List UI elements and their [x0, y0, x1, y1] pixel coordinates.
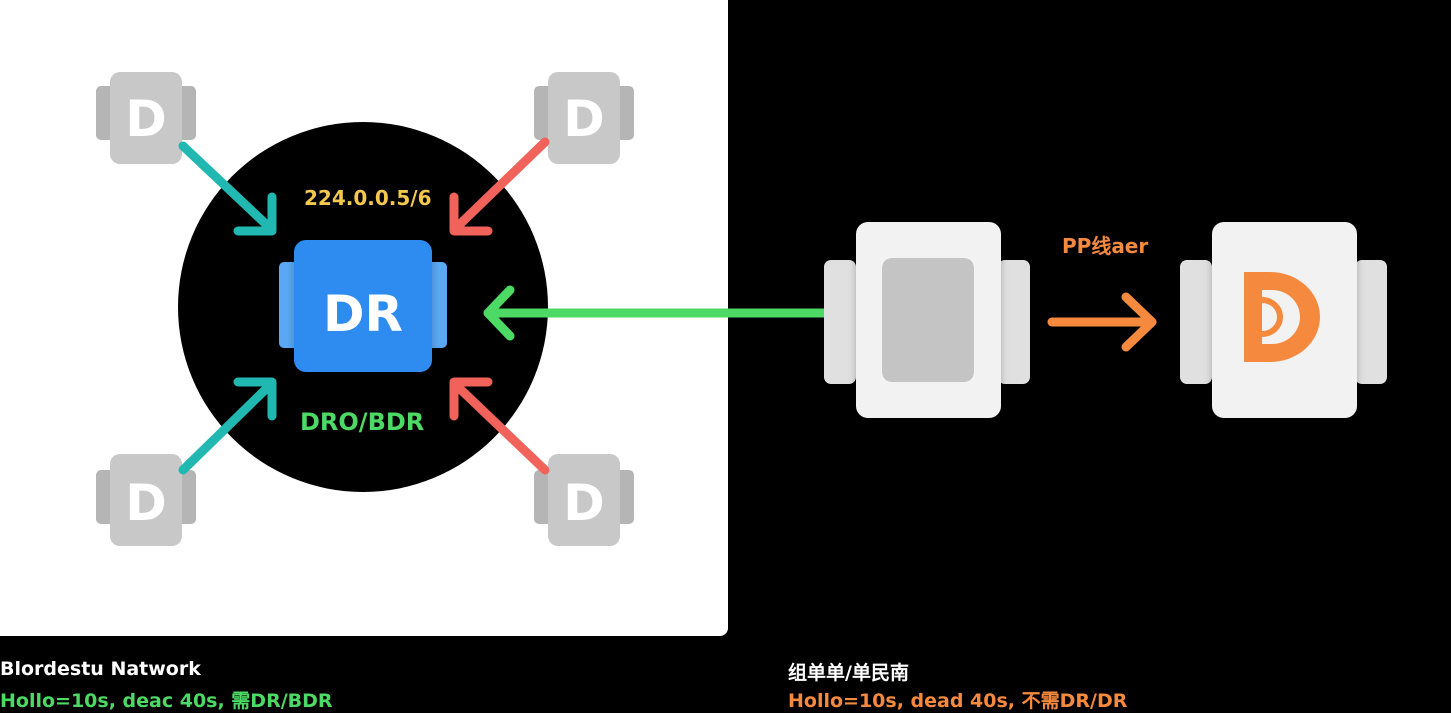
dr-router: DR — [279, 240, 447, 372]
p2p-link-arrow — [1047, 292, 1157, 352]
router-letter: D — [563, 474, 605, 532]
router-letter: D — [125, 474, 167, 532]
router-letter: D — [125, 90, 167, 148]
hello-arrow-red-top — [449, 137, 550, 236]
hello-arrow-teal-bottom — [178, 377, 277, 475]
green-link-arrow — [483, 285, 831, 341]
p2p-caption-timers: Hollo=10s, dead 40s, 不需DR/DR — [788, 690, 1128, 712]
broadcast-caption-timers: Hollo=10s, deac 40s, 需DR/BDR — [0, 690, 333, 712]
router-letter: D — [563, 90, 605, 148]
drother-router-top-right: D — [534, 72, 634, 164]
dr-label: DR — [323, 285, 403, 343]
drother-router-bottom-right: D — [534, 454, 634, 546]
multicast-address-label: 224.0.0.5/6 — [304, 186, 432, 210]
p2p-link-label: PP线aer — [1062, 234, 1149, 258]
dr-role-label: DRO/BDR — [300, 408, 425, 436]
p2p-router-right — [1180, 222, 1387, 418]
drother-router-top-left: D — [96, 72, 196, 164]
p2p-router-left — [824, 222, 1030, 418]
hello-arrow-red-bottom — [449, 377, 550, 475]
broadcast-caption-title: Blordestu Natwork — [0, 658, 201, 680]
hello-arrow-teal-top — [178, 141, 277, 236]
drother-router-bottom-left: D — [96, 454, 196, 546]
p2p-caption-title: 组单单/单民南 — [788, 662, 909, 684]
